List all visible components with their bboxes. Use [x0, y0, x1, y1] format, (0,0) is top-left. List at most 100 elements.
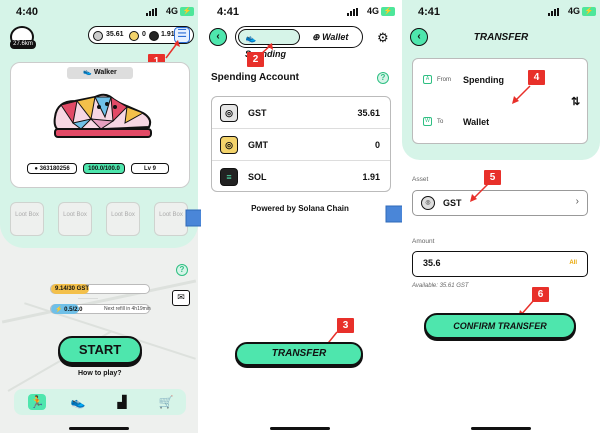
status-time: 4:41	[418, 6, 441, 18]
to-value[interactable]: Wallet	[463, 117, 490, 127]
status-bar: 4:41 4G ⚡	[402, 6, 600, 20]
signal-icon	[548, 8, 560, 16]
run-tab-icon[interactable]: 🏃	[28, 394, 46, 410]
home-indicator	[69, 427, 129, 430]
powered-by-label: Powered by Solana Chain	[251, 204, 349, 213]
step-marker-6: 6	[532, 287, 549, 302]
status-time: 4:41	[217, 6, 240, 18]
account-segmented-control: 👟 Spending ⊕ Wallet	[235, 26, 363, 59]
home-indicator	[471, 427, 531, 430]
marker-pointer-1	[165, 40, 180, 59]
shop-cart-tab-icon[interactable]: 🛒	[158, 395, 174, 409]
gst-balance: 35.61	[106, 31, 124, 38]
network-label: 4G	[567, 6, 580, 16]
all-button[interactable]: All	[569, 260, 577, 266]
asset-label: Asset	[412, 176, 429, 183]
sneaker-tab-icon[interactable]: 👟	[70, 395, 86, 409]
gst-earned-bar: 9.14/30 GST	[50, 284, 150, 294]
gst-coin-icon: ◎	[421, 196, 435, 210]
phone-home-screen: 4:40 4G ⚡ 27.6km 35.61 0 1.91 ☰ 1 👟 Walk…	[0, 0, 198, 433]
lootbox-slot[interactable]: Loot Box	[106, 202, 140, 236]
home-indicator	[270, 427, 330, 430]
sol-coin-icon: ≡	[220, 168, 238, 186]
help-icon[interactable]: ?	[377, 72, 389, 84]
sneaker-class-tag: 👟 Walker	[67, 67, 133, 79]
globe-icon: ⊕	[312, 32, 320, 42]
from-value[interactable]: Spending	[463, 75, 504, 85]
gst-earned-sub: ————	[78, 296, 98, 302]
to-icon: W	[423, 117, 432, 126]
signal-icon	[146, 8, 158, 16]
status-bar: 4:41 4G ⚡	[201, 6, 399, 20]
battery-icon: ⚡	[180, 7, 194, 16]
sneaker-durability: 100.0/100.0	[83, 163, 125, 174]
sneaker-icon: 👟	[245, 33, 257, 43]
network-label: 4G	[366, 6, 379, 16]
sneaker-image	[53, 93, 152, 138]
step-marker-2: 2	[247, 52, 264, 67]
lootbox-slot[interactable]: Loot Box	[154, 202, 188, 236]
asset-select[interactable]: ◎ GST ›	[412, 190, 588, 216]
back-button[interactable]: ‹	[209, 28, 227, 46]
chevron-right-icon: ›	[575, 196, 579, 207]
sol-balance: 1.91	[161, 31, 175, 38]
step-marker-3: 3	[337, 318, 354, 333]
next-refill: Next refill in 4h19min	[104, 306, 151, 312]
amount-input[interactable]: 35.6 All	[412, 251, 588, 277]
from-label: From	[437, 77, 451, 83]
phone-transfer-screen: 4:41 4G ⚡ ‹ TRANSFER A From Spending W T…	[402, 0, 600, 433]
network-label: 4G	[165, 6, 178, 16]
step-marker-4: 4	[528, 70, 545, 85]
tab-spending[interactable]: 👟 Spending	[238, 29, 300, 59]
marker-pointer-5	[470, 183, 489, 202]
from-to-card: A From Spending W To Wallet ⇅	[412, 58, 588, 144]
sol-coin-icon	[149, 31, 159, 41]
confirm-transfer-button[interactable]: CONFIRM TRANSFER	[424, 313, 576, 339]
how-to-play-link[interactable]: How to play?	[78, 370, 122, 377]
tab-wallet[interactable]: ⊕ Wallet	[312, 32, 349, 42]
wallet-menu-button[interactable]: ☰	[174, 27, 190, 43]
help-icon[interactable]: ?	[176, 264, 188, 276]
distance-badge: 27.6km	[10, 40, 36, 49]
gmt-coin-icon	[129, 31, 139, 41]
sneaker-id: ● 363180256	[27, 163, 77, 174]
step-marker-5: 5	[484, 170, 501, 185]
bottom-tab-bar: 🏃 👟 ▟ 🛒	[14, 389, 186, 415]
from-icon: A	[423, 75, 432, 84]
gst-coin-icon: ◎	[220, 104, 238, 122]
status-time: 4:40	[16, 6, 39, 18]
lootbox-slot[interactable]: Loot Box	[10, 202, 44, 236]
section-title: Spending Account	[211, 72, 299, 83]
available-balance: Available: 35.61 GST	[412, 283, 469, 289]
swap-icon[interactable]: ⇅	[571, 96, 581, 108]
energy-bar: ⚡ 0.5/2.0	[50, 304, 150, 314]
sneaker-card[interactable]: 👟 Walker ● 363180256 100.0/100.0 Lv 9	[10, 62, 190, 188]
gst-coin-icon	[93, 31, 103, 41]
gmt-balance: 0	[142, 31, 146, 38]
battery-icon: ⚡	[582, 7, 596, 16]
battery-icon: ⚡	[381, 7, 395, 16]
leaderboard-tab-icon[interactable]: ▟	[117, 395, 127, 409]
sneaker-level: Lv 9	[131, 163, 169, 174]
token-row-gmt[interactable]: ◎ GMT 0	[212, 129, 390, 161]
phone-spending-account: 4:41 4G ⚡ ‹ 👟 Spending ⊕ Wallet ⚙ 2 Spen…	[201, 0, 399, 433]
token-list: ◎ GST 35.61 ◎ GMT 0 ≡ SOL 1.91	[211, 96, 391, 192]
marker-pointer-2	[260, 43, 273, 55]
to-label: To	[437, 119, 444, 125]
lootbox-slot[interactable]: Loot Box	[58, 202, 92, 236]
back-button[interactable]: ‹	[410, 28, 428, 46]
start-button[interactable]: START	[58, 336, 142, 364]
mail-icon[interactable]: ✉	[172, 290, 190, 306]
signal-icon	[347, 8, 359, 16]
transfer-button[interactable]: TRANSFER	[235, 342, 363, 366]
marker-pointer-4	[512, 85, 531, 104]
token-row-gst[interactable]: ◎ GST 35.61	[212, 97, 390, 129]
gmt-coin-icon: ◎	[220, 136, 238, 154]
status-bar: 4:40 4G ⚡	[0, 6, 198, 20]
token-row-sol[interactable]: ≡ SOL 1.91	[212, 161, 390, 193]
page-title: TRANSFER	[473, 32, 529, 43]
amount-label: Amount	[412, 238, 435, 245]
balance-pill[interactable]: 35.61 0 1.91	[88, 26, 194, 44]
gear-icon[interactable]: ⚙	[377, 30, 389, 45]
